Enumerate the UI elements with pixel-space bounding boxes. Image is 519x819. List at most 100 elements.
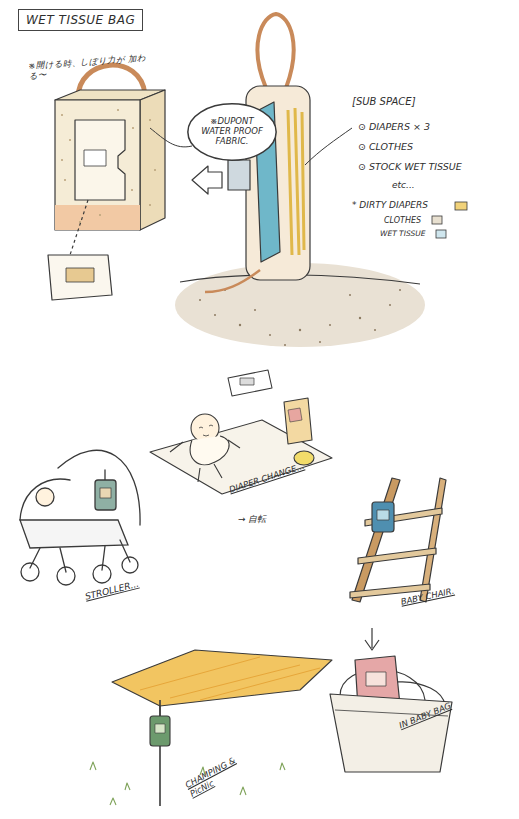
bag-front-view-part <box>75 120 125 200</box>
leader-line <box>305 128 352 165</box>
diaper-change-scene-part <box>288 408 302 422</box>
stroller-scene-part <box>57 567 75 585</box>
ground-shadow-part <box>199 289 401 346</box>
stroller-scene-part <box>100 488 111 498</box>
baby-chair-scene <box>350 478 446 602</box>
stroller-scene <box>20 450 140 585</box>
bag-front-view-part-part <box>79 221 81 223</box>
bag-front-view-part-part <box>154 169 156 171</box>
bag-section-view-part <box>257 14 293 88</box>
bag-section-view-part <box>205 270 260 292</box>
scene-label: CHAMPING & PicNic <box>184 744 264 799</box>
diaper-change-scene-part <box>284 398 312 444</box>
contents-item: WET TISSUE <box>380 230 450 239</box>
bag-front-view-part-part <box>61 114 63 116</box>
contents-item: etc... <box>392 180 472 190</box>
sketch-title: WET TISSUE BAG <box>18 9 143 31</box>
bag-front-view-part <box>55 205 140 230</box>
camping-scene-part <box>155 724 165 733</box>
ground-shadow-part-part <box>269 334 271 336</box>
contents-item: ⊙ CLOTHES <box>358 142 508 153</box>
diaper-change-scene-part <box>170 440 240 482</box>
ground-shadow-part-part <box>214 314 216 316</box>
scene-label: STROLLER... <box>84 570 174 602</box>
stroller-scene-part <box>58 450 140 525</box>
ground-shadow-part-part <box>374 329 376 331</box>
leader-line <box>150 128 192 147</box>
bag-front-view-part-part <box>132 127 134 129</box>
contents-item: ⊙ STOCK WET TISSUE <box>358 162 518 173</box>
ground-shadow-part-part <box>254 309 256 311</box>
note-text: ※DUPONT WATER PROOF FABRIC. <box>186 113 278 150</box>
bag-front-view-part <box>48 255 112 300</box>
diaper-change-scene-part <box>240 378 254 385</box>
bag-section-view-part <box>192 166 222 194</box>
contents-item: ⊙ DIAPERS × 3 <box>358 122 508 133</box>
diaper-change-scene-part <box>228 370 272 396</box>
item-icons-part <box>432 216 442 224</box>
contents-item: * DIRTY DIAPERS <box>352 200 472 210</box>
baby-bag-scene-part <box>330 694 452 772</box>
stroller-scene-part <box>20 479 70 520</box>
stroller-scene-part <box>122 557 138 573</box>
ground-shadow-part-part <box>299 329 301 331</box>
camping-scene-part <box>140 657 320 700</box>
baby-chair-scene-part <box>372 502 394 532</box>
camping-scene-part <box>112 650 332 706</box>
contents-item: CLOTHES <box>384 216 444 225</box>
ground-shadow-part-part <box>199 299 201 301</box>
bag-front-view-part-part <box>61 159 63 161</box>
ground-shadow-part-part <box>359 317 361 319</box>
baby-chair-scene-part <box>420 478 446 602</box>
bag-front-view-part-part <box>149 204 151 206</box>
baby-chair-scene-part <box>358 548 436 564</box>
ground-shadow-part-part <box>399 289 401 291</box>
bag-section-view-part <box>288 108 304 255</box>
baby-bag-scene-part <box>366 672 386 686</box>
handwritten-note: → 自転 <box>238 514 298 524</box>
bag-section-view-part <box>228 160 250 190</box>
diaper-change-scene-part <box>199 425 213 436</box>
item-icons-part <box>455 202 467 210</box>
diaper-change-scene <box>150 370 332 494</box>
baby-bag-scene-part <box>365 628 379 650</box>
baby-bag-scene <box>330 628 452 772</box>
stroller-scene-part <box>93 565 111 583</box>
stroller-scene-part <box>95 480 116 510</box>
bag-front-view-part-part <box>99 214 101 216</box>
bag-front-view-part-part <box>69 139 71 141</box>
ground-shadow-part-part <box>349 294 351 296</box>
bag-front-view-part-part <box>131 189 133 191</box>
ground-shadow-part-part <box>329 324 331 326</box>
camping-scene <box>90 650 332 806</box>
bag-front-view-part-part <box>64 179 66 181</box>
bag-front-view-part <box>66 268 94 282</box>
diaper-change-scene-part <box>190 436 229 465</box>
baby-chair-scene-part <box>377 510 389 520</box>
bag-front-view-part <box>55 100 140 230</box>
bag-front-view-part-part <box>149 119 151 121</box>
ground-shadow-part-part <box>284 344 286 346</box>
handwritten-note: ※開ける時、しぼり力が 加わる〜 <box>28 54 149 82</box>
bag-front-view <box>48 65 165 300</box>
camping-scene-part <box>159 706 160 716</box>
stroller-scene-part <box>21 563 39 581</box>
stroller-scene-part <box>30 540 130 572</box>
stroller-scene-part <box>104 470 105 480</box>
bag-front-view-part <box>70 200 88 255</box>
stroller-scene-part <box>36 488 54 506</box>
baby-chair-scene-part <box>352 478 400 602</box>
ground-shadow-part-part <box>239 324 241 326</box>
note-ellipse: ※DUPONT WATER PROOF FABRIC. <box>186 102 278 162</box>
bag-front-view-part <box>84 150 106 166</box>
bag-front-view-part <box>61 109 156 223</box>
camping-scene-part <box>150 716 170 746</box>
stroller-scene-part <box>20 520 128 548</box>
item-icons <box>432 202 467 238</box>
ground-shadow-part-part <box>319 341 321 343</box>
scene-label: BABY CHAIR. <box>400 579 490 607</box>
item-icons-part <box>436 230 446 238</box>
bag-front-view-part <box>140 90 165 230</box>
section-heading: [SUB SPACE] <box>352 96 472 108</box>
